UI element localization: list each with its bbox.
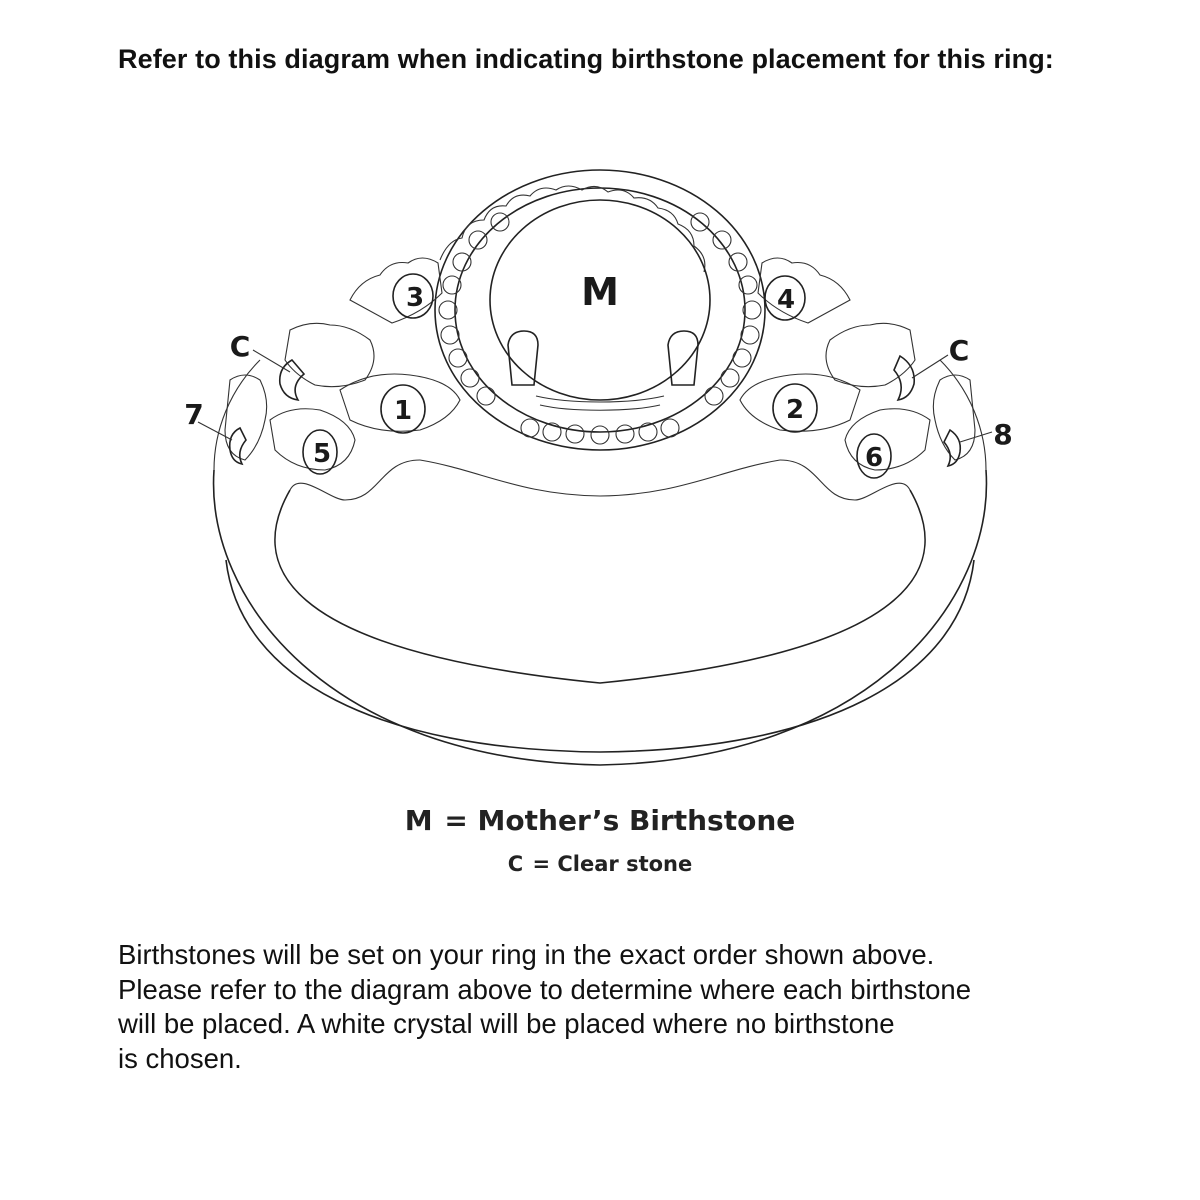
placement-note: Birthstones will be set on your ring in … xyxy=(118,938,1118,1076)
legend-mother-equals: = xyxy=(444,804,468,837)
mother-stone-label: M xyxy=(581,270,619,314)
left-cluster xyxy=(224,257,461,471)
svg-text:C: C xyxy=(949,334,970,367)
note-line: Birthstones will be set on your ring in … xyxy=(118,939,935,970)
legend-clear-key: C xyxy=(507,852,524,876)
stone-5: 5 xyxy=(302,429,338,475)
ring-diagram: M 1 2 3 xyxy=(184,169,1013,766)
ring-band xyxy=(212,359,988,766)
legend-clear-equals: = xyxy=(532,852,551,876)
page-heading: Refer to this diagram when indicating bi… xyxy=(118,44,1054,74)
svg-text:3: 3 xyxy=(406,283,424,313)
mother-stone: M xyxy=(489,199,711,411)
legend-mother-key: M xyxy=(404,804,433,837)
svg-text:7: 7 xyxy=(184,398,203,431)
center-halo xyxy=(434,169,766,451)
stone-1: 1 xyxy=(380,384,426,434)
ring-illustration: M 1 2 3 xyxy=(184,169,1013,766)
stone-6: 6 xyxy=(856,433,892,479)
stone-7: 7 xyxy=(184,398,247,466)
clear-stone-left: C xyxy=(230,330,306,402)
stone-2: 2 xyxy=(772,383,818,433)
legend-clear-stone: C = Clear stone xyxy=(0,852,1200,876)
right-cluster xyxy=(739,257,976,471)
note-line: Please refer to the diagram above to det… xyxy=(118,973,971,1005)
stone-8: 8 xyxy=(943,418,1013,468)
svg-text:2: 2 xyxy=(786,395,804,425)
svg-text:5: 5 xyxy=(313,439,331,469)
note-line: will be placed. A white crystal will be … xyxy=(118,1008,895,1039)
svg-text:1: 1 xyxy=(394,396,412,426)
stone-4: 4 xyxy=(764,275,806,321)
legend-clear-value: Clear stone xyxy=(557,852,693,876)
stone-3: 3 xyxy=(392,273,434,319)
clear-stone-right: C xyxy=(893,334,970,402)
svg-text:C: C xyxy=(230,330,251,363)
svg-text:8: 8 xyxy=(993,418,1012,451)
note-line: is chosen. xyxy=(118,1042,242,1074)
svg-text:4: 4 xyxy=(777,285,795,315)
svg-text:6: 6 xyxy=(865,443,883,473)
legend-mother-value: Mother’s Birthstone xyxy=(477,804,796,837)
legend-mother-birthstone: M = Mother’s Birthstone xyxy=(0,804,1200,837)
